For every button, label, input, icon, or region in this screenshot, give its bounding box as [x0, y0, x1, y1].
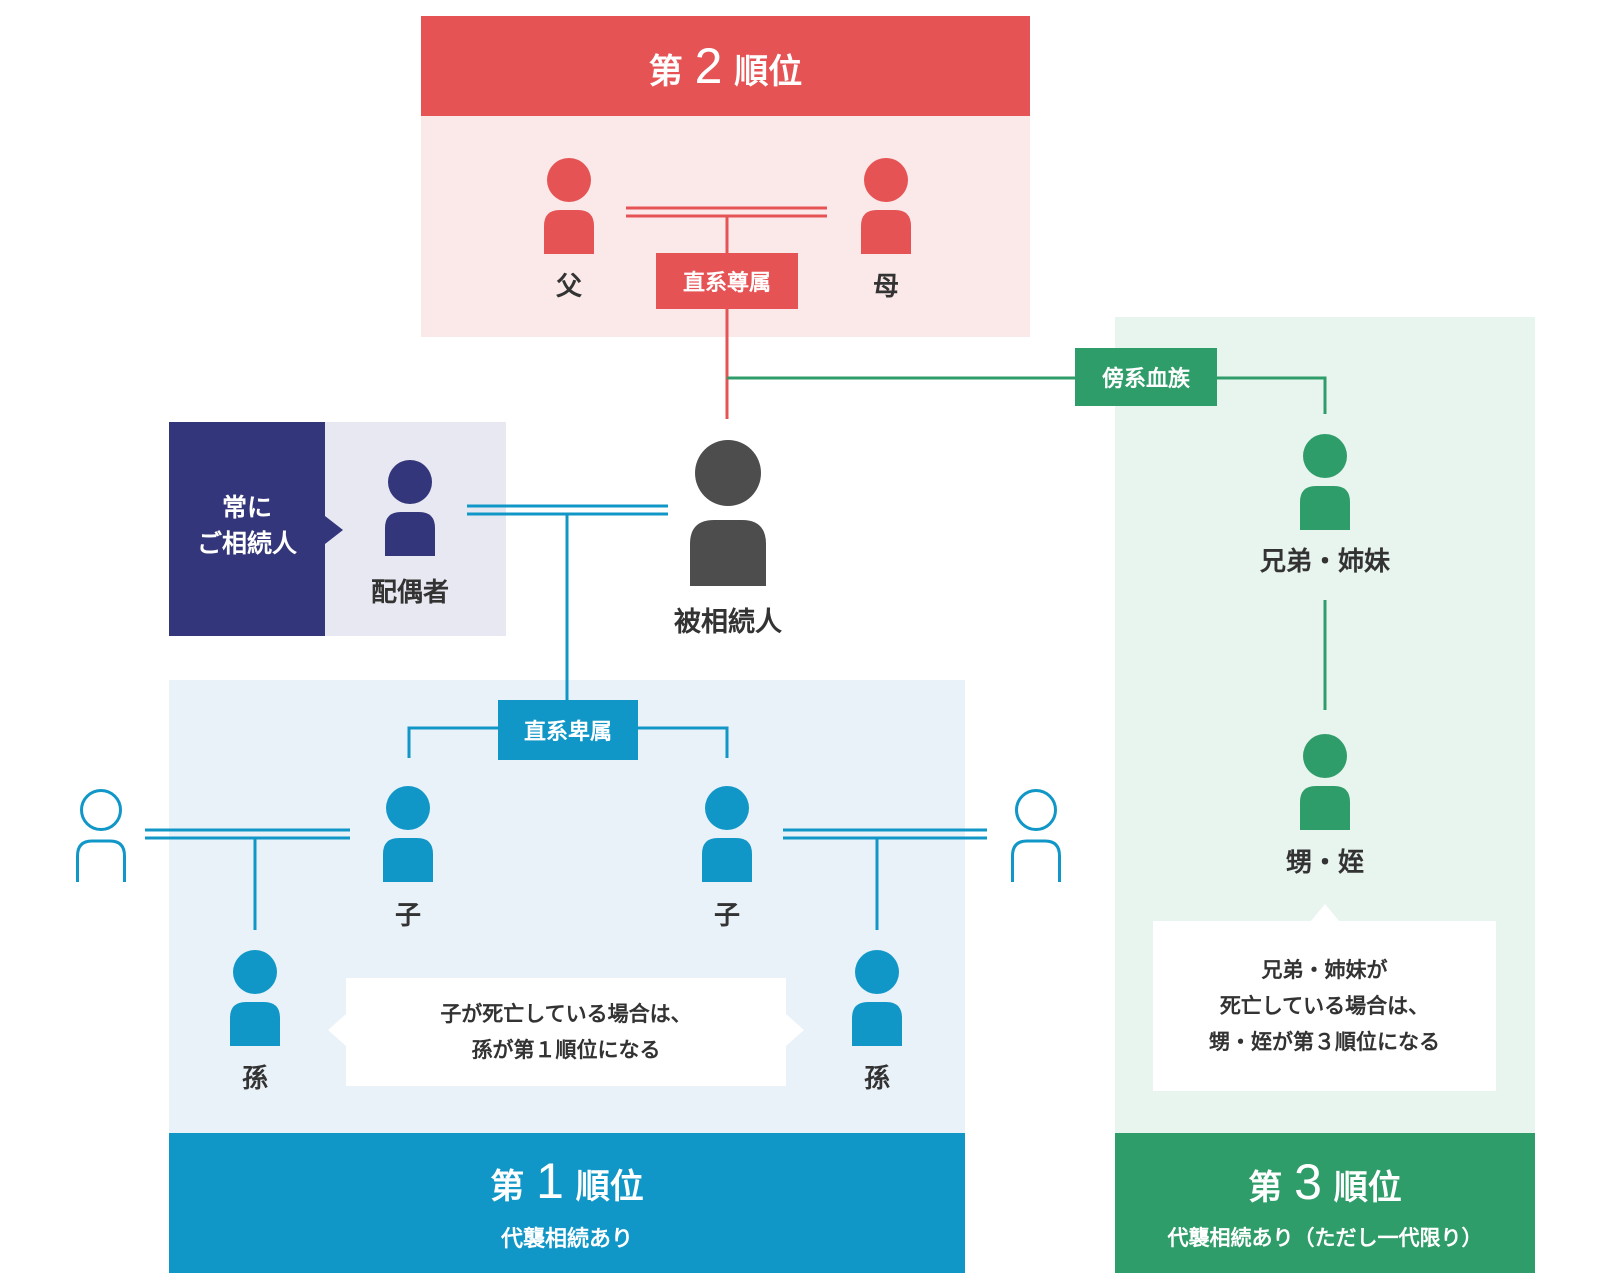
rank3-note-line1: 兄弟・姉妹が	[1261, 958, 1388, 982]
always-heir-line2: ご相続人	[196, 529, 297, 558]
rank1-suffix: 順位	[575, 1167, 644, 1207]
rank2-prefix: 第	[648, 52, 683, 92]
grandchild-left-label: 孫	[241, 1064, 268, 1094]
grandchild-left-icon	[230, 950, 280, 1046]
always-heir-pointer	[325, 516, 343, 544]
rank3-note-pointer	[1310, 904, 1340, 922]
child-right-label: 子	[713, 901, 740, 931]
mother-icon	[861, 158, 911, 254]
rank2-suffix: 順位	[734, 52, 803, 92]
rank3-title: 第 3 順位	[1248, 1154, 1402, 1216]
grandchild-right-icon	[852, 950, 902, 1046]
deceased-label: 被相続人	[674, 607, 782, 638]
siblings-icon	[1300, 434, 1350, 530]
rank3-suffix: 順位	[1333, 1168, 1402, 1208]
rank1-note-pointers	[328, 1014, 804, 1046]
rank3-number: 3	[1294, 1154, 1322, 1210]
siblings-label: 兄弟・姉妹	[1259, 547, 1390, 577]
always-heir-text: 常に ご相続人	[169, 490, 325, 562]
rank1-number: 1	[536, 1153, 564, 1209]
always-heir-block	[169, 422, 325, 636]
child-left-icon	[383, 786, 433, 882]
child-right-icon	[702, 786, 752, 882]
right-child-spouse-icon	[1011, 789, 1061, 882]
grandchild-right-label: 孫	[863, 1064, 890, 1094]
deceased-icon	[690, 440, 766, 586]
rank3-note-line3: 甥・姪が第３順位になる	[1209, 1030, 1440, 1054]
father-icon	[544, 158, 594, 254]
spouse-label: 配偶者	[370, 578, 449, 608]
rank1-title: 第 1 順位	[490, 1153, 644, 1215]
always-heir-line1: 常に	[221, 493, 272, 522]
rank3-prefix: 第	[1248, 1168, 1283, 1208]
rank1-prefix: 第	[490, 1167, 525, 1207]
lineal-ascendant-tag: 直系尊属	[656, 253, 798, 309]
rank3-note-line2: 死亡している場合は、	[1219, 994, 1430, 1018]
rank2-header: 第 2 順位	[421, 16, 1030, 116]
rank1-footer: 第 1 順位 代襲相続あり	[169, 1133, 965, 1273]
lineal-descendant-tag: 直系卑属	[498, 700, 638, 760]
rank3-footer: 第 3 順位 代襲相続あり（ただし一代限り）	[1115, 1133, 1535, 1273]
rank1-sub: 代襲相続あり	[500, 1227, 633, 1252]
spouse-marriage-line	[467, 504, 668, 516]
left-child-spouse-icon	[76, 789, 126, 882]
rank2-number: 2	[694, 38, 723, 94]
left-child-marriage-line	[145, 828, 350, 840]
nephews-label: 甥・姪	[1285, 848, 1364, 878]
rank1-note-line1: 子が死亡している場合は、	[440, 1002, 692, 1026]
rank3-note: 兄弟・姉妹が 死亡している場合は、 甥・姪が第３順位になる	[1153, 921, 1496, 1091]
rank1-note: 子が死亡している場合は、 孫が第１順位になる	[346, 978, 786, 1086]
spouse-icon	[385, 460, 435, 556]
right-child-marriage-line	[783, 828, 987, 840]
collateral-tag: 傍系血族	[1075, 348, 1217, 406]
mother-label: 母	[872, 272, 899, 302]
child-left-label: 子	[394, 901, 421, 931]
parents-marriage-line	[626, 206, 827, 218]
nephews-icon	[1300, 734, 1350, 830]
collateral-line	[727, 376, 1327, 414]
rank1-note-line2: 孫が第１順位になる	[471, 1038, 661, 1062]
father-label: 父	[555, 272, 582, 302]
rank3-sub: 代襲相続あり（ただし一代限り）	[1167, 1226, 1483, 1250]
